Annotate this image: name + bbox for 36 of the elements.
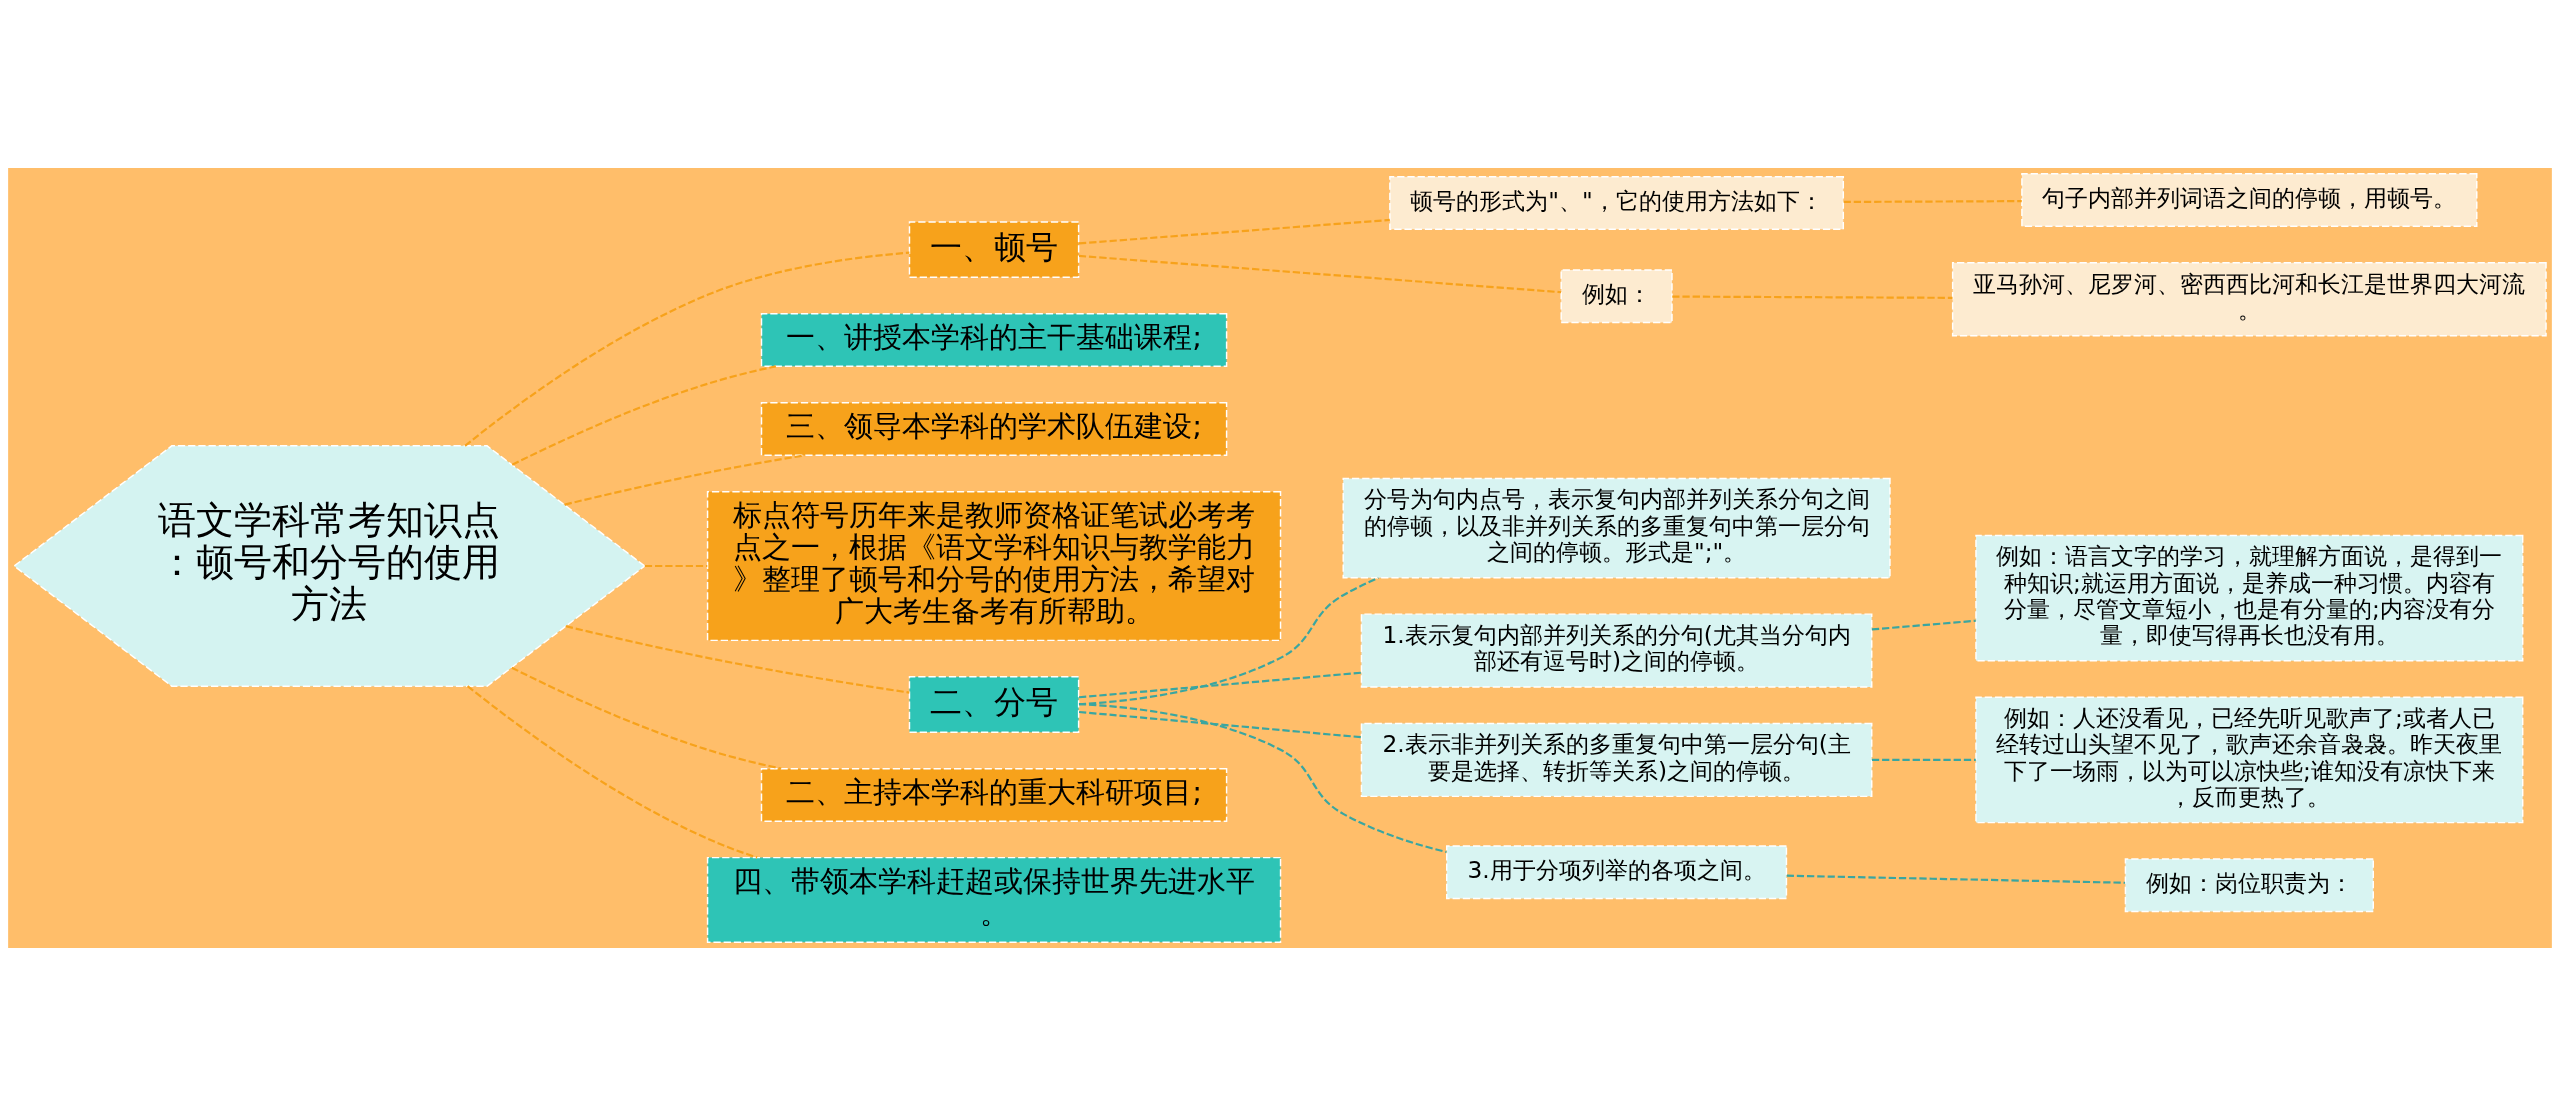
- node-box: 3.用于分项列举的各项之间。: [1446, 844, 1788, 899]
- connector: [1786, 874, 2126, 884]
- connector: [644, 564, 708, 567]
- node-box: 句子内部并列词语之间的停顿，用顿号。: [2021, 172, 2478, 227]
- connector: [1079, 218, 1390, 244]
- node-box: 三、领导本学科的学术队伍建设;: [760, 401, 1228, 456]
- connector: [1843, 199, 2022, 203]
- node-box: 例如：岗位职责为：: [2124, 857, 2374, 912]
- node-box: 例如：: [1560, 268, 1673, 323]
- node-box: 二、分号: [908, 675, 1080, 733]
- node-box: 顿号的形式为"、"，它的使用方法如下：: [1389, 175, 1845, 230]
- node-box: 分号为句内点号，表示复句内部并列关系分句之间的停顿，以及非并列关系的多重复句中第一层分句之间的停顿。形式是";"。: [1342, 477, 1891, 578]
- node-box: 一、顿号: [908, 220, 1080, 278]
- connector: [511, 666, 782, 770]
- node-box: 一、讲授本学科的主干基础课程;: [760, 312, 1228, 367]
- connector: [1078, 576, 1379, 705]
- connector: [1079, 710, 1362, 738]
- node-box: 标点符号历年来是教师资格证笔试必考考点之一，根据《语文学科知识与教学能力》整理了顿号和分号的使用方法，希望对广大考生备考有所帮助。: [706, 490, 1282, 641]
- node-box: 亚马孙河、尼罗河、密西西比河和长江是世界四大河流。: [1951, 261, 2547, 336]
- node-box: 四、带领本学科赶超或保持世界先进水平。: [706, 856, 1282, 943]
- connector: [511, 364, 777, 466]
- node-box: 例如：语言文字的学习，就理解方面说，是得到一种知识;就运用方面说，是养成一种习惯。内容有分量，尽管文章短小，也是有分量的;内容没有分量，即使写得再长也没有用。: [1975, 534, 2524, 661]
- connector: [1079, 254, 1562, 293]
- connector: [1871, 758, 1976, 761]
- connector: [464, 251, 910, 447]
- connector: [466, 684, 758, 859]
- connector: [565, 624, 910, 694]
- node-box: 例如：人还没看见，已经先听见歌声了;或者人已经转过山头望不见了，歌声还余音袅袅。昨天夜里下了一场雨，以为可以凉快些;谁知没有凉快下来，反而更热了。: [1975, 696, 2524, 823]
- connector: [564, 453, 806, 506]
- connector: [1672, 294, 1953, 299]
- node-box: 2.表示非并列关系的多重复句中第一层分句(主要是选择、转折等关系)之间的停顿。: [1360, 722, 1873, 797]
- node-box: 1.表示复句内部并列关系的分句(尤其当分句内部还有逗号时)之间的停顿。: [1360, 612, 1873, 688]
- connector: [1079, 671, 1362, 698]
- connector: [1871, 619, 1976, 630]
- connector: [1078, 702, 1447, 853]
- node-box: 二、主持本学科的重大科研项目;: [760, 767, 1228, 822]
